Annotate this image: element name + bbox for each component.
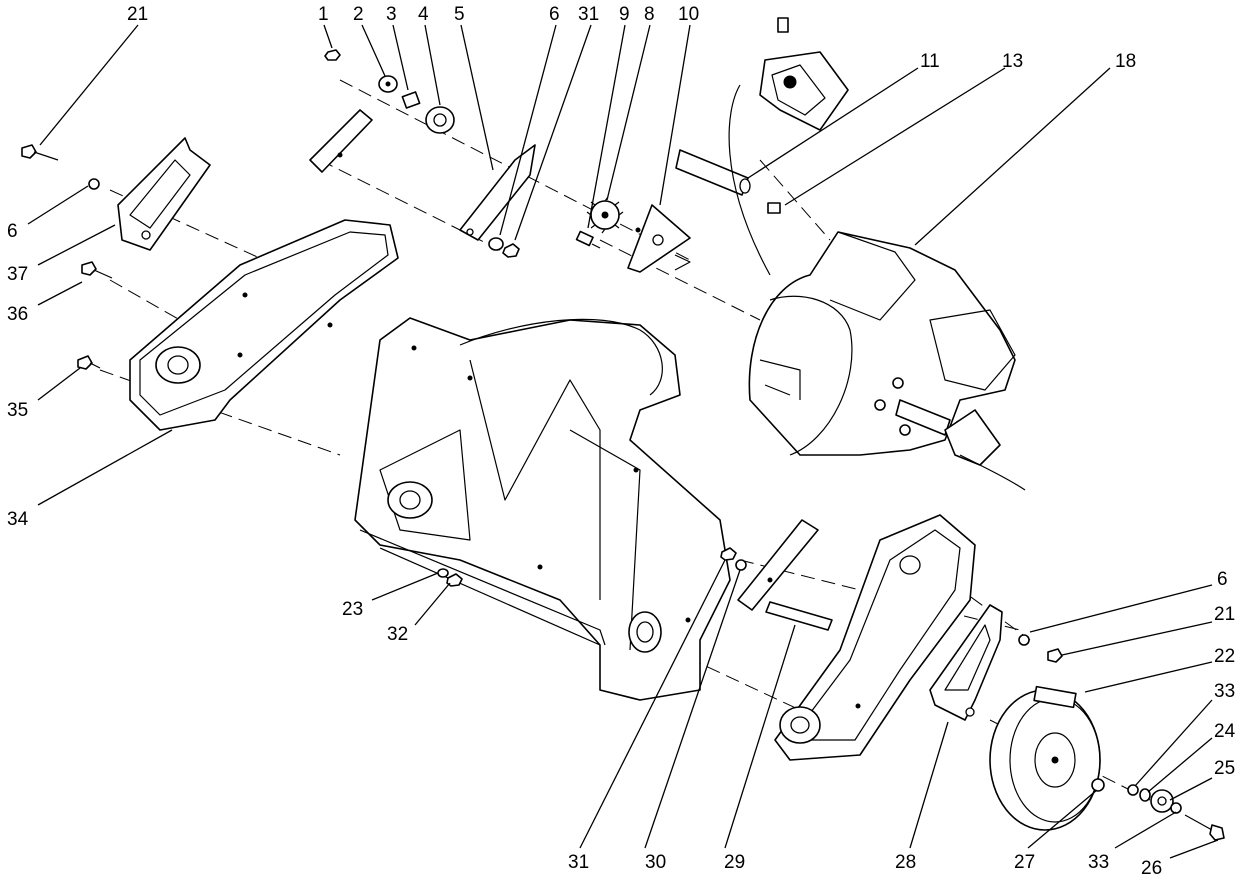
callout-33-lower: 33 xyxy=(1088,852,1109,873)
callout-21-right: 21 xyxy=(1214,604,1235,625)
engine-part-18 xyxy=(748,231,1026,491)
callout-6-top: 6 xyxy=(549,4,560,25)
callout-35: 35 xyxy=(7,400,28,421)
nut-part-1 xyxy=(324,49,341,61)
callout-3: 3 xyxy=(386,4,397,25)
washer-part-6-left xyxy=(88,178,100,190)
washer-nut-6-31 xyxy=(488,237,520,258)
callout-30: 30 xyxy=(645,852,666,873)
bracket-part-28 xyxy=(929,604,1003,721)
nut-part-31-lower xyxy=(720,547,737,561)
plate-strip-top xyxy=(309,109,373,173)
side-plate-right xyxy=(774,514,976,761)
gusset-part-37 xyxy=(117,137,211,251)
callout-6-left: 6 xyxy=(7,221,18,242)
callout-10: 10 xyxy=(678,4,699,25)
callout-36: 36 xyxy=(7,304,28,325)
auger-housing xyxy=(354,317,731,701)
washer-part-33-lower xyxy=(1170,802,1182,814)
bearing-part-25 xyxy=(1150,789,1174,813)
callout-4: 4 xyxy=(418,4,429,25)
nut-part-32 xyxy=(446,573,463,587)
callout-31-lower: 31 xyxy=(568,852,589,873)
callout-24: 24 xyxy=(1214,721,1236,742)
callout-25: 25 xyxy=(1214,758,1235,779)
callout-22: 22 xyxy=(1214,646,1235,667)
bracket-part-5 xyxy=(459,144,536,241)
callout-33-upper: 33 xyxy=(1214,681,1235,702)
callout-5: 5 xyxy=(454,4,465,25)
bolt-part-21-right xyxy=(1047,648,1063,663)
spacer-part-3 xyxy=(401,91,421,109)
belt-cover-part-34 xyxy=(129,219,399,431)
callout-27: 27 xyxy=(1014,852,1035,873)
callout-21-left: 21 xyxy=(127,4,148,25)
wheel-part-22 xyxy=(989,685,1101,831)
callout-34: 34 xyxy=(7,509,29,530)
rod-part-11 xyxy=(675,84,771,276)
callout-37: 37 xyxy=(7,264,28,285)
washer-part-33-upper xyxy=(1127,784,1139,796)
chute-control-bracket xyxy=(759,17,849,131)
bolt-part-26 xyxy=(1184,814,1225,841)
washer-part-6-right xyxy=(1018,634,1030,646)
callout-31-top: 31 xyxy=(578,4,599,25)
washer-part-23 xyxy=(437,568,449,578)
callout-23: 23 xyxy=(342,599,363,620)
callout-26: 26 xyxy=(1141,858,1162,879)
clip-part-13 xyxy=(767,202,781,214)
leader-lines xyxy=(27,24,1219,859)
callout-28: 28 xyxy=(895,852,916,873)
gear-part-9 xyxy=(586,196,624,234)
screw-part-31-top xyxy=(575,230,601,249)
bolt-part-35 xyxy=(77,355,101,370)
bolt-part-21-left xyxy=(21,144,59,161)
callout-18: 18 xyxy=(1115,51,1136,72)
plate-part-10 xyxy=(627,204,691,273)
callout-9: 9 xyxy=(619,4,630,25)
key-part-29 xyxy=(765,601,833,631)
callout-labels: 1 2 3 4 5 6 31 9 8 10 11 13 18 21 6 37 3… xyxy=(7,4,1236,879)
bushing-part-4 xyxy=(425,106,455,134)
washer-part-30 xyxy=(735,559,747,571)
callout-1: 1 xyxy=(318,4,329,25)
callout-6-right: 6 xyxy=(1217,569,1228,590)
callout-2: 2 xyxy=(353,4,364,25)
plate-strip-lower xyxy=(737,519,819,611)
callout-13: 13 xyxy=(1002,51,1023,72)
bushing-part-27 xyxy=(1091,778,1105,792)
callout-11: 11 xyxy=(920,51,940,72)
spacer-part-24 xyxy=(1139,788,1151,802)
callout-32: 32 xyxy=(387,624,408,645)
callout-29: 29 xyxy=(724,852,745,873)
washer-part-2 xyxy=(378,75,398,93)
callout-8: 8 xyxy=(644,4,655,25)
bolt-part-36 xyxy=(81,261,113,279)
